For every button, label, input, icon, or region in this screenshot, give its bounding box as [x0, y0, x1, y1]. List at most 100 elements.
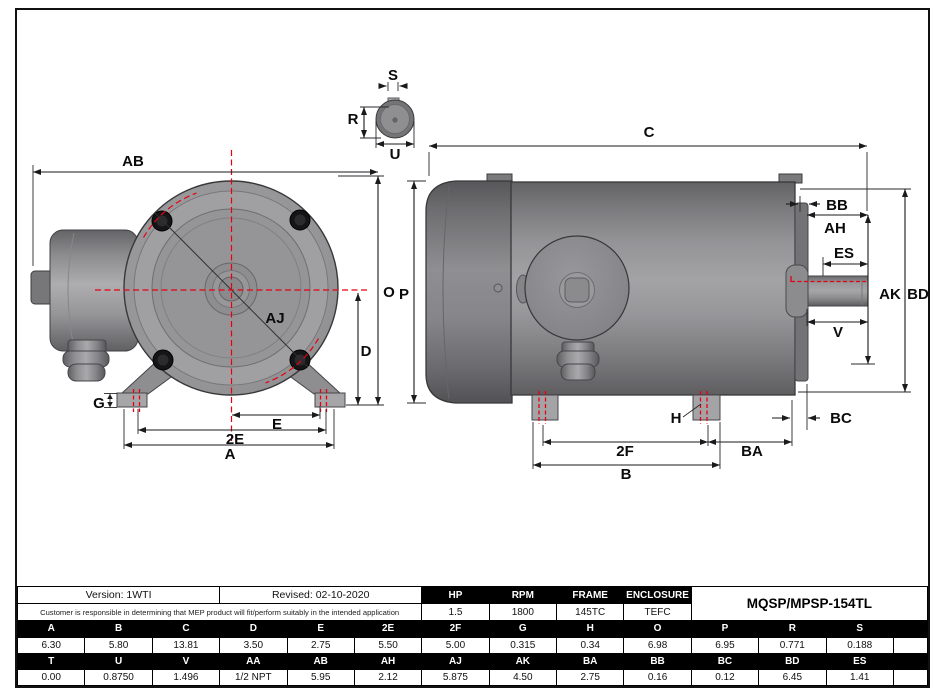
dim-value-cell: 1.496 [151, 668, 221, 687]
dim-value-cell: 0.771 [758, 636, 827, 654]
dim-value-cell: 13.81 [151, 636, 221, 654]
empty-cell [892, 636, 929, 654]
dim-value-cell: 5.875 [421, 668, 490, 687]
dim-value-cell: 6.30 [16, 636, 86, 654]
dim-label-d: D [361, 343, 372, 360]
dim-header-cell: D [219, 620, 288, 638]
dim-header-cell: R [758, 620, 827, 638]
dim-header-cell: O [623, 620, 692, 638]
dim-value-cell: 2.75 [286, 636, 355, 654]
dim-header-cell: H [555, 620, 625, 638]
dim-g: G [93, 393, 117, 412]
dim-label-o: O [383, 284, 395, 301]
spec-value-frame: 145TC [555, 603, 625, 622]
dim-value-cell: 0.188 [825, 636, 894, 654]
dim-value-cell: 6.98 [623, 636, 692, 654]
dim-label-bc: BC [830, 410, 852, 427]
dim-label-g: G [93, 395, 105, 412]
motor-drawing: AB O D AJ G E 2E A [30, 67, 928, 483]
dim-header-cell: E [286, 620, 355, 638]
dim-label-h: H [671, 410, 682, 427]
dim-header-cell: BB [623, 652, 692, 670]
dim-value-cell: 2.75 [555, 668, 625, 687]
dim-label-e: E [272, 416, 282, 433]
dim-value-cell: 0.16 [623, 668, 692, 687]
model-number-cell: MQSP/MPSP-154TL [690, 585, 929, 622]
dim-header-cell: 2E [353, 620, 423, 638]
dim-header-cell: S [825, 620, 894, 638]
dim-label-a: A [225, 446, 236, 463]
dim-header-cell: BA [555, 652, 625, 670]
dim-header-cell: P [690, 620, 760, 638]
drawing-frame: AB O D AJ G E 2E A [15, 8, 930, 688]
dim-label-bb: BB [826, 197, 848, 214]
dim-header-cell: AA [219, 652, 288, 670]
dim-value-cell: 2.12 [353, 668, 423, 687]
dim-value-cell: 4.50 [488, 668, 558, 687]
spec-header-hp: HP [421, 585, 490, 605]
empty-cell [892, 668, 929, 687]
dim-label-ak: AK [879, 286, 901, 303]
dim-label-bd: BD [907, 286, 928, 303]
spec-value-rpm: 1800 [488, 603, 558, 622]
dim-header-cell: AB [286, 652, 355, 670]
dimension-table: Version: 1WTI Revised: 02-10-2020 HP RPM… [16, 585, 929, 687]
dim-value-cell: 6.95 [690, 636, 760, 654]
dim-header-cell: BD [758, 652, 827, 670]
dim-label-aj: AJ [265, 310, 284, 327]
dim-header-cell: A [16, 620, 86, 638]
dim-header-cell: B [84, 620, 153, 638]
dim-value-cell: 1.41 [825, 668, 894, 687]
shaft-detail-view: S R U [348, 67, 415, 163]
dim-label-es: ES [834, 245, 854, 262]
dim-header-cell: AH [353, 652, 423, 670]
dim-value-cell: 0.00 [16, 668, 86, 687]
dim-label-ba: BA [741, 443, 763, 460]
dim-value-cell: 3.50 [219, 636, 288, 654]
dim-header-cell: T [16, 652, 86, 670]
dim-header-cell: AJ [421, 652, 490, 670]
dim-header-cell: U [84, 652, 153, 670]
centerlines-front [95, 150, 368, 443]
dim-value-cell: 5.80 [84, 636, 153, 654]
dim-value-cell: 0.12 [690, 668, 760, 687]
dim-header-cell: V [151, 652, 221, 670]
conduit-box-front [30, 229, 139, 382]
revised-cell: Revised: 02-10-2020 [219, 585, 423, 605]
spec-header-frame: FRAME [555, 585, 625, 605]
dim-label-v: V [833, 324, 843, 341]
bolt-holes [151, 209, 311, 371]
mounting-feet-side [531, 391, 721, 424]
dim-header-cell: AK [488, 652, 558, 670]
terminal-boss [493, 235, 630, 341]
dim-value-cell: 0.34 [555, 636, 625, 654]
dim-label-c: C [644, 124, 655, 141]
dim-label-r: R [348, 111, 359, 128]
dim-label-ah: AH [824, 220, 846, 237]
dim-header-cell: G [488, 620, 558, 638]
spec-header-enclosure: ENCLOSURE [623, 585, 692, 605]
empty-header-cell [892, 652, 929, 670]
dim-value-cell: 6.45 [758, 668, 827, 687]
dim-label-ab: AB [122, 153, 144, 170]
dim-header-cell: C [151, 620, 221, 638]
disclaimer-cell: Customer is responsible in determining t… [16, 603, 423, 622]
fan-cover [425, 180, 513, 404]
dim-value-cell: 1/2 NPT [219, 668, 288, 687]
dim-value-cell: 5.50 [353, 636, 423, 654]
dim-value-cell: 0.315 [488, 636, 558, 654]
spec-header-rpm: RPM [488, 585, 558, 605]
dim-label-p: P [399, 286, 409, 303]
side-view: C P BB AH ES AK BD V H [399, 124, 928, 483]
dim-header-cell: ES [825, 652, 894, 670]
dim-label-b: B [621, 466, 632, 483]
dim-label-2f: 2F [616, 443, 634, 460]
conduit-fitting-side [556, 341, 600, 381]
dim-label-s: S [388, 67, 398, 84]
empty-header-cell [892, 620, 929, 638]
spec-value-hp: 1.5 [421, 603, 490, 622]
spec-value-enclosure: TEFC [623, 603, 692, 622]
dim-header-cell: 2F [421, 620, 490, 638]
front-view: AB O D AJ G E 2E A [30, 150, 395, 463]
